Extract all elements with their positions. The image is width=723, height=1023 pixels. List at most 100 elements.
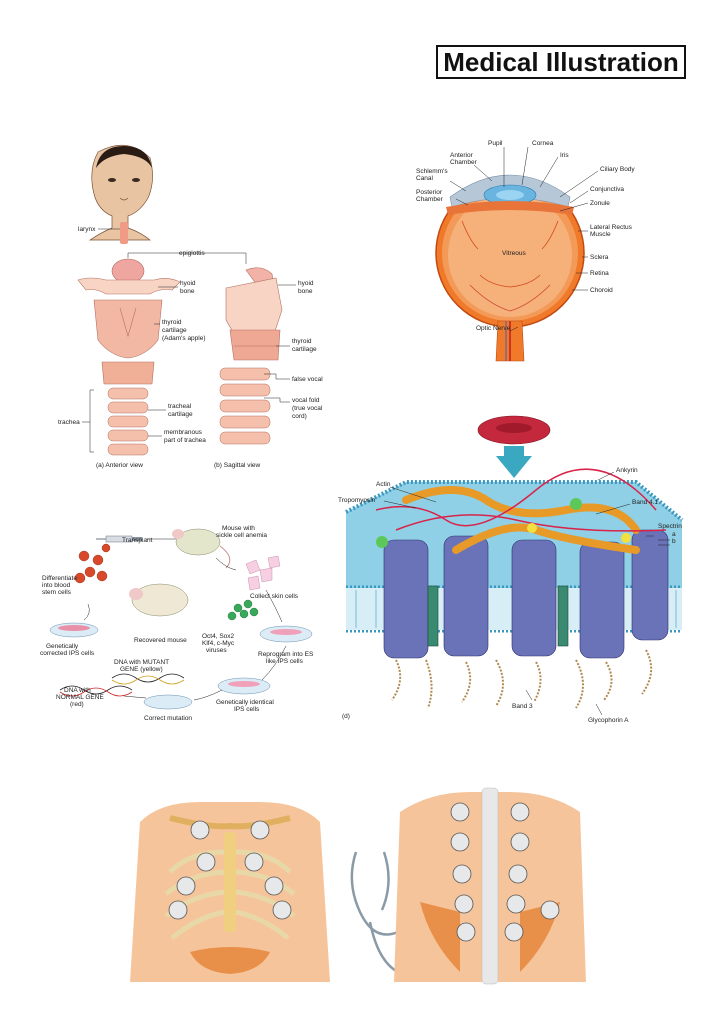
label-hyoid-a: hyoid xyxy=(180,280,196,287)
larynx-illustration: larynx xyxy=(50,140,330,475)
label-conjunctiva: Conjunctiva xyxy=(590,186,624,193)
label-oct2: Klf4, c-Myc xyxy=(202,640,235,647)
label-sagittal-view: (b) Sagittal view xyxy=(214,462,261,469)
skin-cells xyxy=(245,555,281,591)
glycan-chains xyxy=(391,649,653,709)
label-reprog2: like IPS cells xyxy=(266,658,304,665)
glycophorin xyxy=(427,585,569,647)
label-actin: Actin xyxy=(376,481,391,488)
label-transplant: Transplant xyxy=(122,537,153,544)
label-band41: Band 4.1 xyxy=(632,499,658,506)
label-vocal2: (true vocal xyxy=(292,405,323,412)
rbc-membrane-diagram: Actin Tropomyosin Ankyrin Band 4.1 Spect… xyxy=(336,410,692,728)
label-mouse2: sickle cell anemia xyxy=(216,532,267,539)
label-vocal3: cord) xyxy=(292,413,307,420)
label-bone-b: bone xyxy=(298,288,313,295)
label-trachea: trachea xyxy=(58,419,80,426)
label-thyroid-b2: cartilage xyxy=(292,346,317,353)
front-torso xyxy=(130,802,330,982)
label-membranous2: part of trachea xyxy=(164,437,206,444)
label-retina: Retina xyxy=(590,270,609,277)
label-identical2: IPS cells xyxy=(234,706,260,713)
back-stethoscope-points xyxy=(450,802,560,942)
spectrin-network xyxy=(375,468,667,554)
label-anterior-view: (a) Anterior view xyxy=(96,462,143,469)
label-b: b xyxy=(672,538,676,545)
label-tropomyosin: Tropomyosin xyxy=(338,497,376,504)
syringe-icon xyxy=(96,535,142,543)
label-schlemm1: Schlemm's xyxy=(416,168,448,175)
label-mutant2: GENE (yellow) xyxy=(120,666,163,673)
label-membranous1: membranous xyxy=(164,429,203,436)
label-posterior1: Posterior xyxy=(416,189,443,196)
label-normal3: (red) xyxy=(70,701,84,708)
band3-proteins xyxy=(383,529,669,659)
blood-stem-cells xyxy=(74,543,111,584)
label-bone-a: bone xyxy=(180,288,195,295)
label-identical1: Genetically identical xyxy=(216,699,274,706)
front-stethoscope-points xyxy=(168,820,292,920)
label-lateral1: Lateral Rectus xyxy=(590,224,633,231)
recovered-mouse-icon xyxy=(129,583,189,617)
back-torso xyxy=(394,787,586,985)
label-gen1: Genetically xyxy=(46,643,79,650)
label-spectrin: Spectrin xyxy=(658,523,682,530)
label-normal2: NORMAL GENE xyxy=(56,694,104,701)
label-diff2: into blood xyxy=(42,582,71,589)
sick-mouse-icon xyxy=(172,528,231,569)
label-tracheal1: tracheal xyxy=(168,403,192,410)
label-schlemm2: Canal xyxy=(416,175,434,182)
label-anterior1: Anterior xyxy=(450,152,474,159)
label-correct: Correct mutation xyxy=(144,715,192,722)
label-optic: Optic Nerve xyxy=(476,325,511,332)
red-blood-cell-icon xyxy=(477,415,551,478)
label-mutant1: DNA with MUTANT xyxy=(114,659,169,666)
label-epiglottis: epiglottis xyxy=(179,250,205,257)
petri-dishes xyxy=(49,622,313,710)
head-figure xyxy=(88,144,153,244)
eyeball xyxy=(435,174,585,362)
label-glycophorin: Glycophorin A xyxy=(588,717,629,724)
label-oct3: viruses xyxy=(206,647,227,654)
label-normal1: DNA with xyxy=(64,687,91,694)
label-diff3: stem cells xyxy=(42,589,72,596)
label-ciliary: Ciliary Body xyxy=(600,166,635,173)
label-sclera: Sclera xyxy=(590,254,609,261)
label-band3: Band 3 xyxy=(512,703,533,710)
label-larynx: larynx xyxy=(78,226,96,233)
label-iris: Iris xyxy=(560,152,569,159)
label-oct1: Oct4, Sox2 xyxy=(202,633,235,640)
label-thyroid-a3: (Adam's apple) xyxy=(162,335,206,342)
label-ankyrin: Ankyrin xyxy=(616,467,638,474)
label-posterior2: Chamber xyxy=(416,196,444,203)
larynx-sagittal xyxy=(219,267,283,445)
dna-strands xyxy=(59,673,185,697)
label-recovered: Recovered mouse xyxy=(134,637,187,644)
label-thyroid-a1: thyroid xyxy=(162,319,182,326)
label-vocal1: vocal fold xyxy=(292,397,320,404)
ips-cell-diagram: Transplant Mouse with sickle cell anemia… xyxy=(36,518,326,728)
label-tracheal2: cartilage xyxy=(168,411,193,418)
label-a: a xyxy=(672,531,676,538)
label-diff1: Differentiate xyxy=(42,575,77,582)
label-lateral2: Muscle xyxy=(590,231,611,238)
larynx-anterior xyxy=(77,258,181,456)
label-vitreous: Vitreous xyxy=(502,250,526,257)
label-anterior2: Chamber xyxy=(450,159,478,166)
eye-illustration: Pupil Cornea Anterior Chamber Iris Schle… xyxy=(410,135,670,365)
label-pupil: Pupil xyxy=(488,140,503,147)
label-panel-d: (d) xyxy=(342,713,350,720)
label-hyoid-b: hyoid xyxy=(298,280,314,287)
label-thyroid-a2: cartilage xyxy=(162,327,187,334)
label-zonule: Zonule xyxy=(590,200,610,207)
label-mouse1: Mouse with xyxy=(222,525,255,532)
label-reprog1: Reprogram into ES xyxy=(258,651,314,658)
page-title: Medical Illustration xyxy=(436,45,686,79)
label-gen2: corrected IPS cells xyxy=(40,650,95,657)
label-false-vocal: false vocal xyxy=(292,376,323,383)
label-thyroid-b1: thyroid xyxy=(292,338,312,345)
label-cornea: Cornea xyxy=(532,140,554,147)
virus-cluster xyxy=(227,599,259,621)
label-collect: Collect skin cells xyxy=(250,593,299,600)
auscultation-illustration xyxy=(130,782,590,994)
